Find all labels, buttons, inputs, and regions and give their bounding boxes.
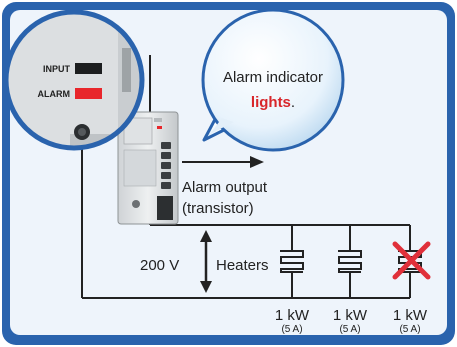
callout-line-1: Alarm indicator bbox=[223, 69, 323, 86]
callout-bubble bbox=[201, 8, 345, 152]
failed-heater-x-mark bbox=[392, 241, 431, 280]
alarm-output-label: Alarm output bbox=[182, 179, 268, 196]
heater-symbol-2 bbox=[338, 250, 362, 273]
heaters-label: Heaters bbox=[216, 257, 269, 274]
alarm-label: ALARM bbox=[38, 89, 71, 99]
magnifier-lens bbox=[3, 9, 145, 151]
callout-lights-emphasis: lights bbox=[251, 94, 291, 111]
callout-line-2: lights. bbox=[251, 94, 295, 111]
heater-2-current: (5 A) bbox=[339, 324, 360, 335]
heater-3-power: 1 kW bbox=[393, 307, 428, 324]
heater-2-power: 1 kW bbox=[333, 307, 368, 324]
heater-1-power: 1 kW bbox=[275, 307, 310, 324]
heater-symbol-1 bbox=[280, 250, 304, 273]
input-label: INPUT bbox=[43, 64, 71, 74]
heater-1-current: (5 A) bbox=[281, 324, 302, 335]
alarm-indicator-led bbox=[75, 88, 102, 99]
heater-3-current: (5 A) bbox=[399, 324, 420, 335]
alarm-output-arrow bbox=[182, 156, 264, 168]
controller-device bbox=[117, 111, 179, 225]
input-indicator-led bbox=[75, 63, 102, 74]
voltage-double-arrow bbox=[200, 230, 212, 293]
voltage-label: 200 V bbox=[140, 257, 179, 274]
callout-period: . bbox=[291, 94, 295, 111]
alarm-output-type-label: (transistor) bbox=[182, 200, 254, 217]
